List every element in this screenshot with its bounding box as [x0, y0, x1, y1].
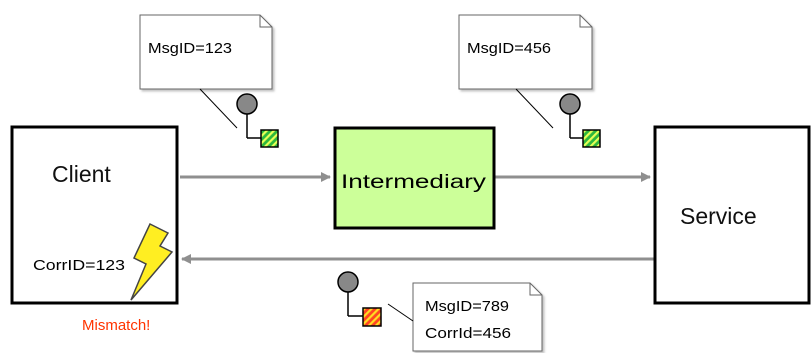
- correlation-marker-valid: [582, 129, 601, 148]
- note-reply-pointer: [387, 303, 414, 322]
- lightning-icon: [130, 222, 174, 301]
- intermediary-box: Intermediary: [333, 126, 496, 230]
- note-reply-corrid: CorrId=456: [425, 325, 511, 342]
- note-reply-msgid: MsgID=789: [425, 298, 509, 315]
- message-icon-request-in: [236, 93, 279, 148]
- client-box: Client CorrID=123: [10, 125, 179, 305]
- note-request-out-msgid: MsgID=456: [467, 40, 551, 57]
- client-correlation-id: CorrID=123: [33, 257, 125, 274]
- correlation-marker-invalid: [362, 307, 382, 327]
- correlation-marker-valid: [260, 129, 279, 148]
- note-request-in-pointer: [199, 88, 238, 129]
- service-box: Service: [653, 125, 811, 305]
- service-label: Service: [680, 203, 757, 229]
- client-label: Client: [52, 161, 111, 187]
- note-request-out-pointer: [515, 88, 554, 129]
- intermediary-label: Intermediary: [341, 172, 487, 193]
- note-request-in-msgid: MsgID=123: [148, 40, 232, 57]
- message-icon-reply: [337, 271, 382, 327]
- message-note-request-in: MsgID=123: [139, 14, 273, 90]
- message-note-reply: MsgID=789 CorrId=456: [412, 282, 543, 352]
- mismatch-alert: Mismatch!: [82, 317, 150, 334]
- message-icon-request-out: [559, 93, 601, 148]
- message-note-request-out: MsgID=456: [458, 14, 593, 90]
